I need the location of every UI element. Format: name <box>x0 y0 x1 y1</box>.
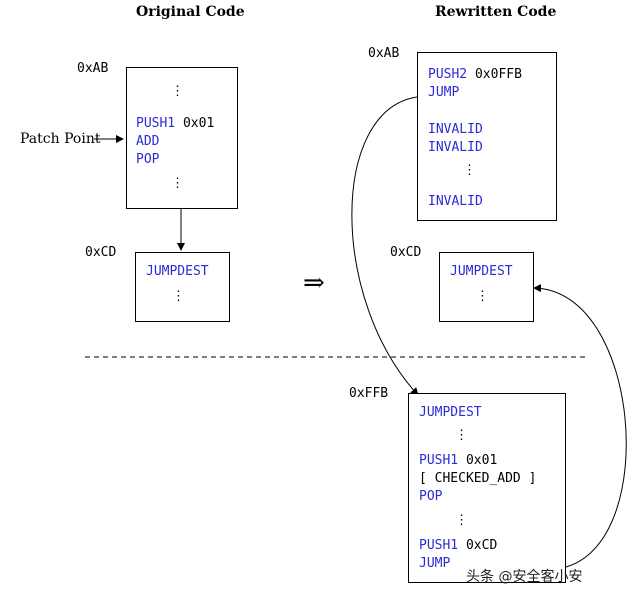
ellipsis-top: ⋮ <box>455 428 468 443</box>
operand-0xcd: 0xCD <box>465 538 498 553</box>
opcode-jump: JUMP <box>419 556 451 571</box>
operand-0x01: 0x01 <box>465 453 498 468</box>
left-address-top: 0xAB <box>77 61 109 76</box>
opcode-jump: JUMP <box>428 85 460 100</box>
opcode-jumpdest: JUMPDEST <box>450 264 513 279</box>
opcode-push1: PUSH1 <box>419 453 459 468</box>
right-address-top: 0xAB <box>368 46 400 61</box>
watermark: 头条 @安全客小安 <box>466 569 583 585</box>
rewritten-jumpdest-block: JUMPDEST ⋮ <box>439 252 534 322</box>
patch-point-label: Patch Point <box>20 131 101 147</box>
opcode-pop: POP <box>136 152 160 167</box>
jump-back-arrow <box>533 284 627 568</box>
opcode-push1-return: PUSH1 <box>419 538 459 553</box>
ellipsis: ⋮ <box>476 289 489 304</box>
opcode-push1: PUSH1 <box>136 116 176 131</box>
right-address-bottom: 0xFFB <box>349 386 389 401</box>
opcode-invalid-1: INVALID <box>428 122 483 137</box>
implies-arrow: ⇒ <box>303 268 325 298</box>
original-jumpdest-block: JUMPDEST ⋮ <box>135 252 230 322</box>
left-address-bottom: 0xCD <box>85 245 117 260</box>
opcode-add: ADD <box>136 134 160 149</box>
jump-to-patch-arrow <box>351 96 419 396</box>
ellipsis: ⋮ <box>463 163 476 178</box>
opcode-jumpdest: JUMPDEST <box>419 405 482 420</box>
original-code-title: Original Code <box>136 4 245 20</box>
opcode-pop: POP <box>419 489 443 504</box>
right-address-mid: 0xCD <box>390 245 422 260</box>
opcode-push2: PUSH2 <box>428 67 468 82</box>
patch-code-block: JUMPDEST ⋮ PUSH1 0x01 [ CHECKED_ADD ] PO… <box>408 393 566 583</box>
opcode-invalid-2: INVALID <box>428 140 483 155</box>
ellipsis-bottom: ⋮ <box>455 513 468 528</box>
opcode-jumpdest: JUMPDEST <box>146 264 209 279</box>
ellipsis-top: ⋮ <box>171 84 184 99</box>
ellipsis-bottom: ⋮ <box>171 176 184 191</box>
checked-add-annotation: [ CHECKED_ADD ] <box>419 471 537 486</box>
opcode-invalid-3: INVALID <box>428 194 483 209</box>
rewritten-code-block: PUSH2 0x0FFB JUMP INVALID INVALID ⋮ INVA… <box>417 52 557 221</box>
operand-0x01: 0x01 <box>182 116 215 131</box>
rewritten-code-title: Rewritten Code <box>435 4 557 20</box>
operand-0x0ffb: 0x0FFB <box>474 67 522 82</box>
original-code-block: ⋮ PUSH1 0x01 ADD POP ⋮ <box>126 67 238 209</box>
ellipsis: ⋮ <box>172 289 185 304</box>
